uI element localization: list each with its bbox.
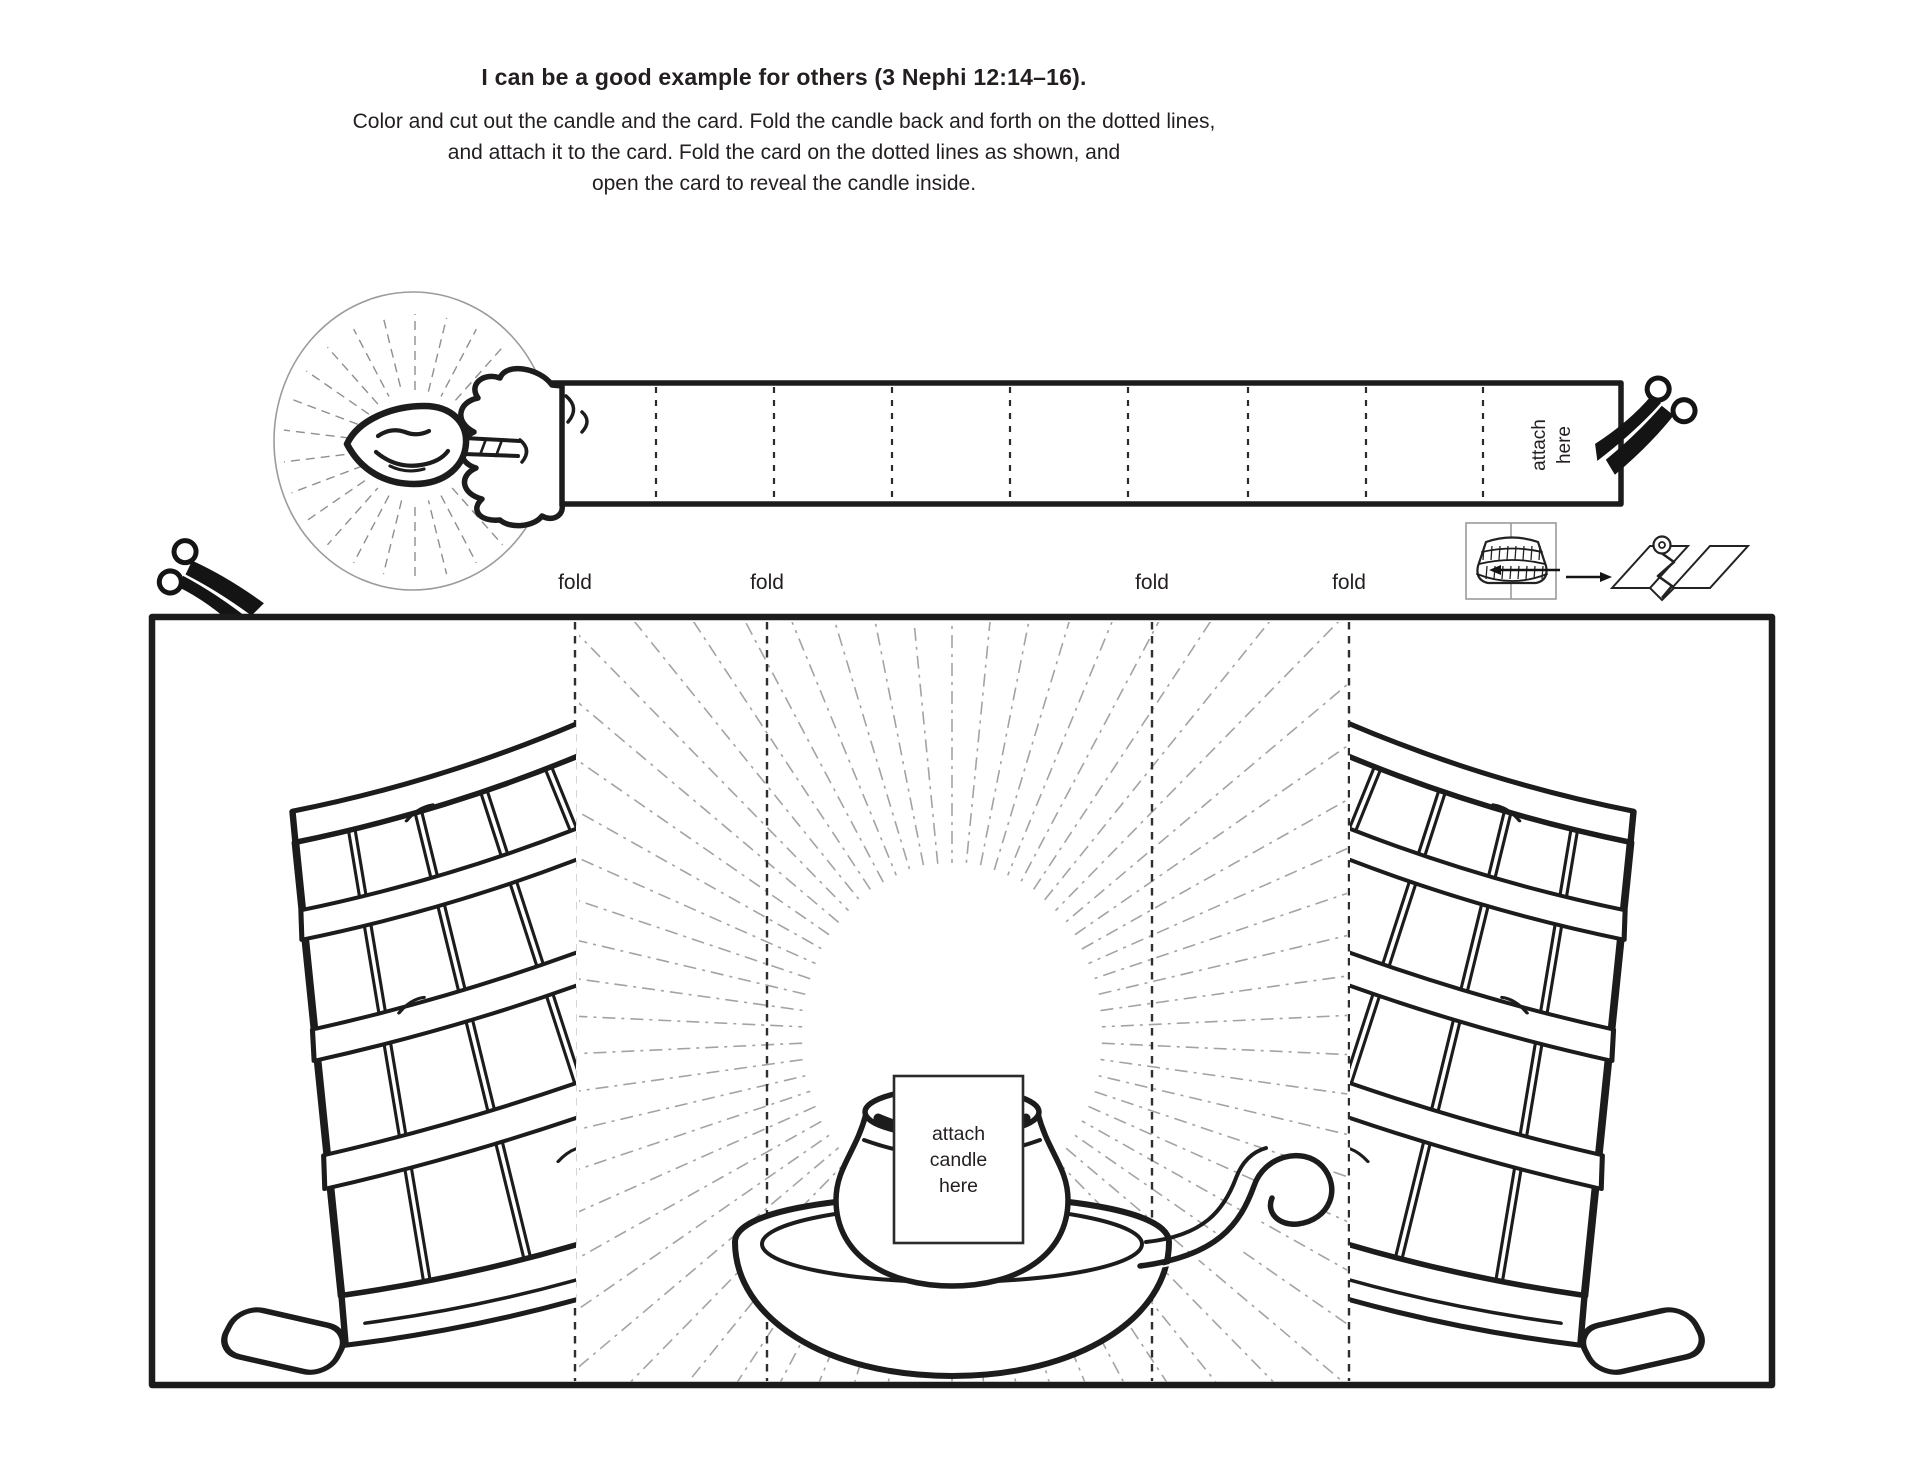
attach-here-word: attach [1529,419,1550,471]
attach-candle-label: attach candle here [894,1076,1023,1243]
attach-candle-word: attach [931,1122,986,1145]
attach-candle-word: candle [929,1148,988,1171]
instruction-line: and attach it to the card. Fold the card… [447,141,1121,164]
fold-label-3: fold [1135,571,1169,594]
fold-label-1: fold [558,571,592,594]
attach-here-word: here [1554,426,1575,465]
instruction-line: open the card to reveal the candle insid… [591,172,977,195]
folded-card-closed-diagram [1465,522,1560,600]
holder-handle [1137,1146,1335,1270]
instruction-line: Color and cut out the candle and the car… [352,110,1216,133]
candle-flame-icon [343,402,470,488]
candle-wax [458,365,589,529]
attach-here-label: attach here [1496,389,1608,501]
fold-label-2: fold [750,571,784,594]
attach-candle-box [892,1074,1025,1245]
candle-wick [462,436,522,458]
candle-strip [343,365,1624,529]
instructions: Color and cut out the candle and the car… [0,106,1568,199]
strip-fold-lines [654,387,1485,500]
attach-candle-word: here [938,1174,979,1197]
accordion-fold-diagram [1566,535,1751,602]
light-rays [579,622,1347,1382]
fold-label-4: fold [1332,571,1366,594]
page-title: I can be a good example for others (3 Ne… [481,64,1087,90]
pop-up-card [148,613,1776,1389]
